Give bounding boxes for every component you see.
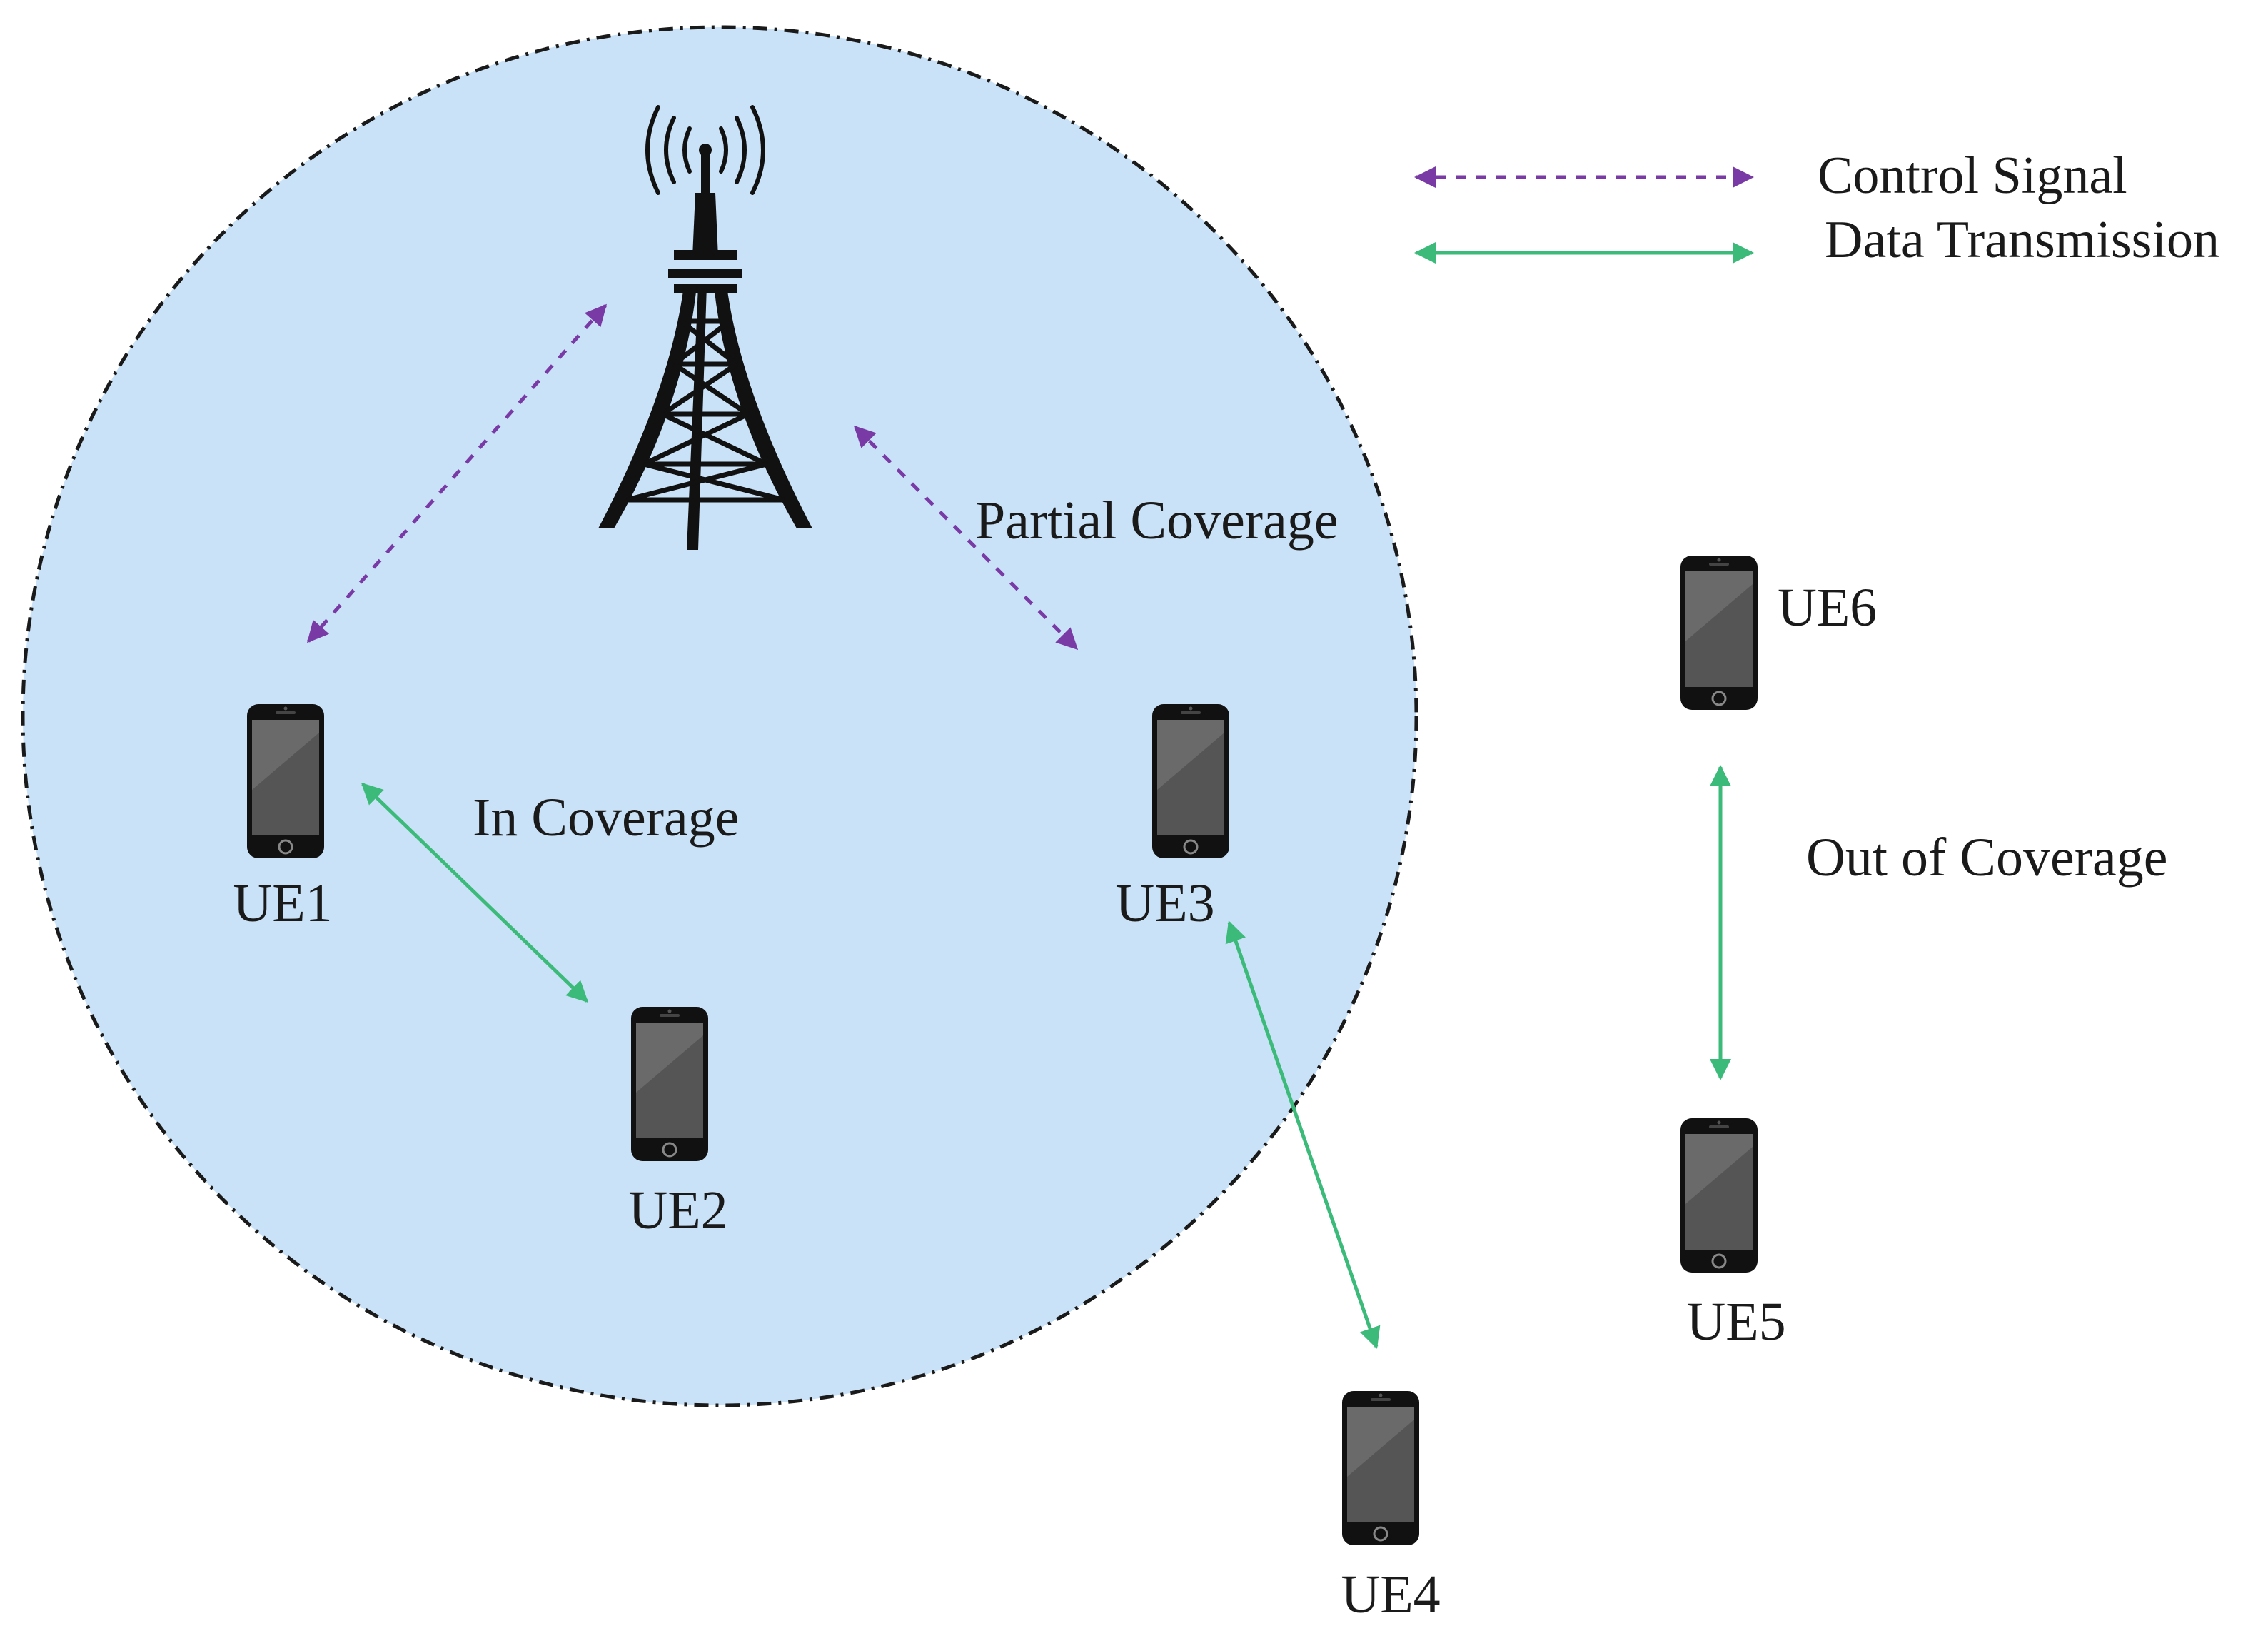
smartphone-icon [1679, 1117, 1759, 1274]
out-of-coverage-label: Out of Coverage [1806, 828, 2168, 888]
data-link-ue1-ue2 [361, 782, 589, 1003]
legend-data-transmission-label: Data Transmission [1825, 211, 2219, 269]
ue3-label: UE3 [1115, 873, 1214, 933]
legend: Control Signal Data Transmission [1414, 146, 2219, 269]
smartphone-icon [1341, 1390, 1421, 1547]
control-signal-link-ue3 [853, 425, 1079, 651]
control-signal-link-ue1 [307, 303, 607, 643]
in-coverage-label: In Coverage [473, 788, 740, 848]
legend-control-signal-label: Control Signal [1818, 146, 2127, 205]
ue5-label: UE5 [1686, 1292, 1785, 1352]
smartphone-icon [630, 1005, 710, 1163]
partial-coverage-label: Partial Coverage [975, 491, 1339, 551]
ue1-label: UE1 [233, 873, 332, 933]
ue6-label: UE6 [1778, 578, 1877, 638]
ue4-label: UE4 [1341, 1565, 1440, 1625]
smartphone-icon [246, 703, 326, 860]
data-link-ue3-ue4 [1225, 920, 1381, 1349]
smartphone-icon [1679, 554, 1759, 711]
ue2-label: UE2 [628, 1180, 727, 1240]
smartphone-icon [1151, 703, 1231, 860]
